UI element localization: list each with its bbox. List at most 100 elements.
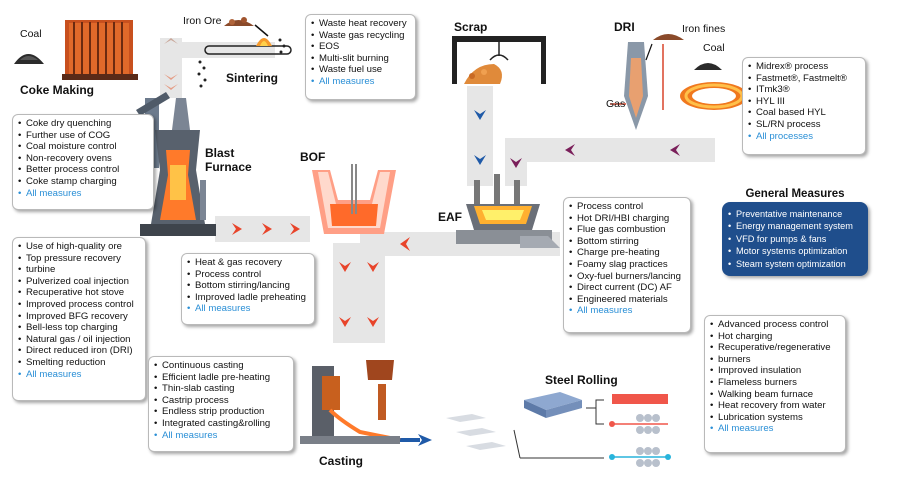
- measure-list: Use of high-quality ore Top pressure rec…: [18, 241, 139, 380]
- arrow-bof-down-2: [367, 262, 379, 272]
- rotary-hearth-illustration: [680, 63, 748, 110]
- measure-item: turbine: [18, 264, 139, 276]
- measure-item: Better process control: [18, 164, 147, 176]
- measure-item: Charge pre-heating: [569, 247, 684, 259]
- measure-item: Castrip process: [154, 395, 287, 407]
- measure-item: Lubrication systems: [710, 412, 839, 424]
- measure-item: Smelting reduction: [18, 357, 139, 369]
- label-bof: BOF: [300, 150, 326, 164]
- measure-item: Advanced process control: [710, 319, 839, 331]
- arrow-bf-bof-2: [262, 223, 272, 235]
- measure-item: Walking beam furnace: [710, 389, 839, 401]
- measure-item: Natural gas / oil injection: [18, 334, 139, 346]
- arrow-iron-ore-3: [164, 84, 178, 90]
- coke-making-measures: Coke dry quenching Further use of COG Co…: [12, 114, 154, 210]
- measure-item: Heat & gas recovery: [187, 257, 308, 269]
- general-measures-panel: Preventative maintenance Energy manageme…: [722, 202, 868, 276]
- measure-item: SL/RN process: [748, 119, 859, 131]
- flow-bands: [160, 38, 715, 343]
- arrow-bf-bof-3: [290, 223, 300, 235]
- all-measures-link[interactable]: All measures: [18, 188, 147, 200]
- label-iron-fines: Iron fines: [682, 23, 726, 35]
- label-eaf: EAF: [438, 210, 462, 224]
- eaf-illustration: [456, 174, 560, 248]
- all-measures-link[interactable]: All measures: [18, 369, 139, 381]
- all-measures-link[interactable]: All measures: [187, 303, 308, 315]
- measure-item: ITmk3®: [748, 84, 859, 96]
- measure-item: Waste gas recycling: [311, 30, 409, 42]
- casting-measures: Continuous casting Efficient ladle pre-h…: [148, 356, 294, 452]
- measure-list: Continuous casting Efficient ladle pre-h…: [154, 360, 287, 441]
- arrow-casting-rolling-shaft: [398, 438, 420, 442]
- measure-item: Multi-slit burning: [311, 53, 409, 65]
- label-iron-ore: Iron Ore: [183, 15, 222, 27]
- measure-item: Recuperative hot stove: [18, 287, 139, 299]
- all-measures-link[interactable]: All measures: [710, 423, 839, 435]
- blast-furnace-illustration: [136, 92, 216, 236]
- general-measures-title: General Measures: [745, 188, 845, 200]
- measure-item: Continuous casting: [154, 360, 287, 372]
- measure-item: Endless strip production: [154, 406, 287, 418]
- arrow-casting-rolling: [418, 434, 432, 446]
- sintering-measures: Waste heat recovery Waste gas recycling …: [305, 14, 416, 100]
- arrow-bf-bof-1: [232, 223, 242, 235]
- measure-item: Non-recovery ovens: [18, 153, 147, 165]
- measure-list: Coke dry quenching Further use of COG Co…: [18, 118, 147, 199]
- measure-item: Flameless burners: [710, 377, 839, 389]
- flow-arrows: [164, 38, 680, 446]
- sintering-illustration: [197, 17, 292, 88]
- arrow-dri-1: [670, 144, 680, 156]
- arrow-scrap-1: [474, 110, 486, 120]
- measure-item: Bottom stirring: [569, 236, 684, 248]
- arrow-dri-3: [510, 158, 522, 168]
- measure-item: Direct reduced iron (DRI): [18, 345, 139, 357]
- all-measures-link[interactable]: All measures: [154, 430, 287, 442]
- measure-item: Fastmet®, Fastmelt®: [748, 73, 859, 85]
- label-dri: DRI: [614, 20, 635, 34]
- measure-item: Thin-slab casting: [154, 383, 287, 395]
- measure-item: Improved insulation: [710, 365, 839, 377]
- arrow-bof-down-1: [339, 262, 351, 272]
- measure-item: Process control: [569, 201, 684, 213]
- band-dri-to-eaf: [505, 138, 715, 162]
- measure-list: Waste heat recovery Waste gas recycling …: [311, 18, 409, 88]
- general-measure-item: VFD for pumps & fans: [728, 233, 862, 246]
- arrow-bof-down-4: [367, 317, 379, 327]
- measure-item: Bell-less top charging: [18, 322, 139, 334]
- eaf-measures: Process control Hot DRI/HBI charging Flu…: [563, 197, 691, 333]
- general-measure-item: Motor systems optimization: [728, 245, 862, 258]
- measure-item: Coal moisture control: [18, 141, 147, 153]
- measure-item: Midrex® process: [748, 61, 859, 73]
- rolling-measures: Advanced process control Hot charging Re…: [704, 315, 846, 453]
- measure-item: Efficient ladle pre-heating: [154, 372, 287, 384]
- measure-list: Advanced process control Hot charging Re…: [710, 319, 839, 435]
- blast-furnace-measures: Use of high-quality ore Top pressure rec…: [12, 237, 146, 401]
- general-measure-item: Energy management system: [728, 220, 862, 233]
- measure-item: Use of high-quality ore: [18, 241, 139, 253]
- band-bof-down: [333, 243, 385, 343]
- measure-item: Bottom stirring/lancing: [187, 280, 308, 292]
- label-coal-left: Coal: [20, 28, 42, 40]
- bof-measures: Heat & gas recovery Process control Bott…: [181, 253, 315, 325]
- all-processes-link[interactable]: All processes: [748, 131, 859, 143]
- general-measure-item: Steam system optimization: [728, 258, 862, 271]
- measure-item: Foamy slag practices: [569, 259, 684, 271]
- measure-item: Hot charging: [710, 331, 839, 343]
- measure-item: Top pressure recovery: [18, 253, 139, 265]
- measure-item: Process control: [187, 269, 308, 281]
- steel-rolling-illustration: [446, 392, 671, 467]
- measure-item: Pulverized coal injection: [18, 276, 139, 288]
- measure-list: Midrex® process Fastmet®, Fastmelt® ITmk…: [748, 61, 859, 142]
- dri-processes: Midrex® process Fastmet®, Fastmelt® ITmk…: [742, 57, 866, 155]
- dri-illustration: [610, 34, 684, 130]
- measure-item: Improved BFG recovery: [18, 311, 139, 323]
- all-measures-link[interactable]: All measures: [311, 76, 409, 88]
- general-measures-list: Preventative maintenance Energy manageme…: [728, 208, 862, 270]
- scrap-illustration: [452, 36, 546, 84]
- measure-list: Process control Hot DRI/HBI charging Flu…: [569, 201, 684, 317]
- all-measures-link[interactable]: All measures: [569, 305, 684, 317]
- measure-item: Coke stamp charging: [18, 176, 147, 188]
- arrow-iron-ore-1: [164, 38, 178, 44]
- bof-illustration: [312, 164, 396, 234]
